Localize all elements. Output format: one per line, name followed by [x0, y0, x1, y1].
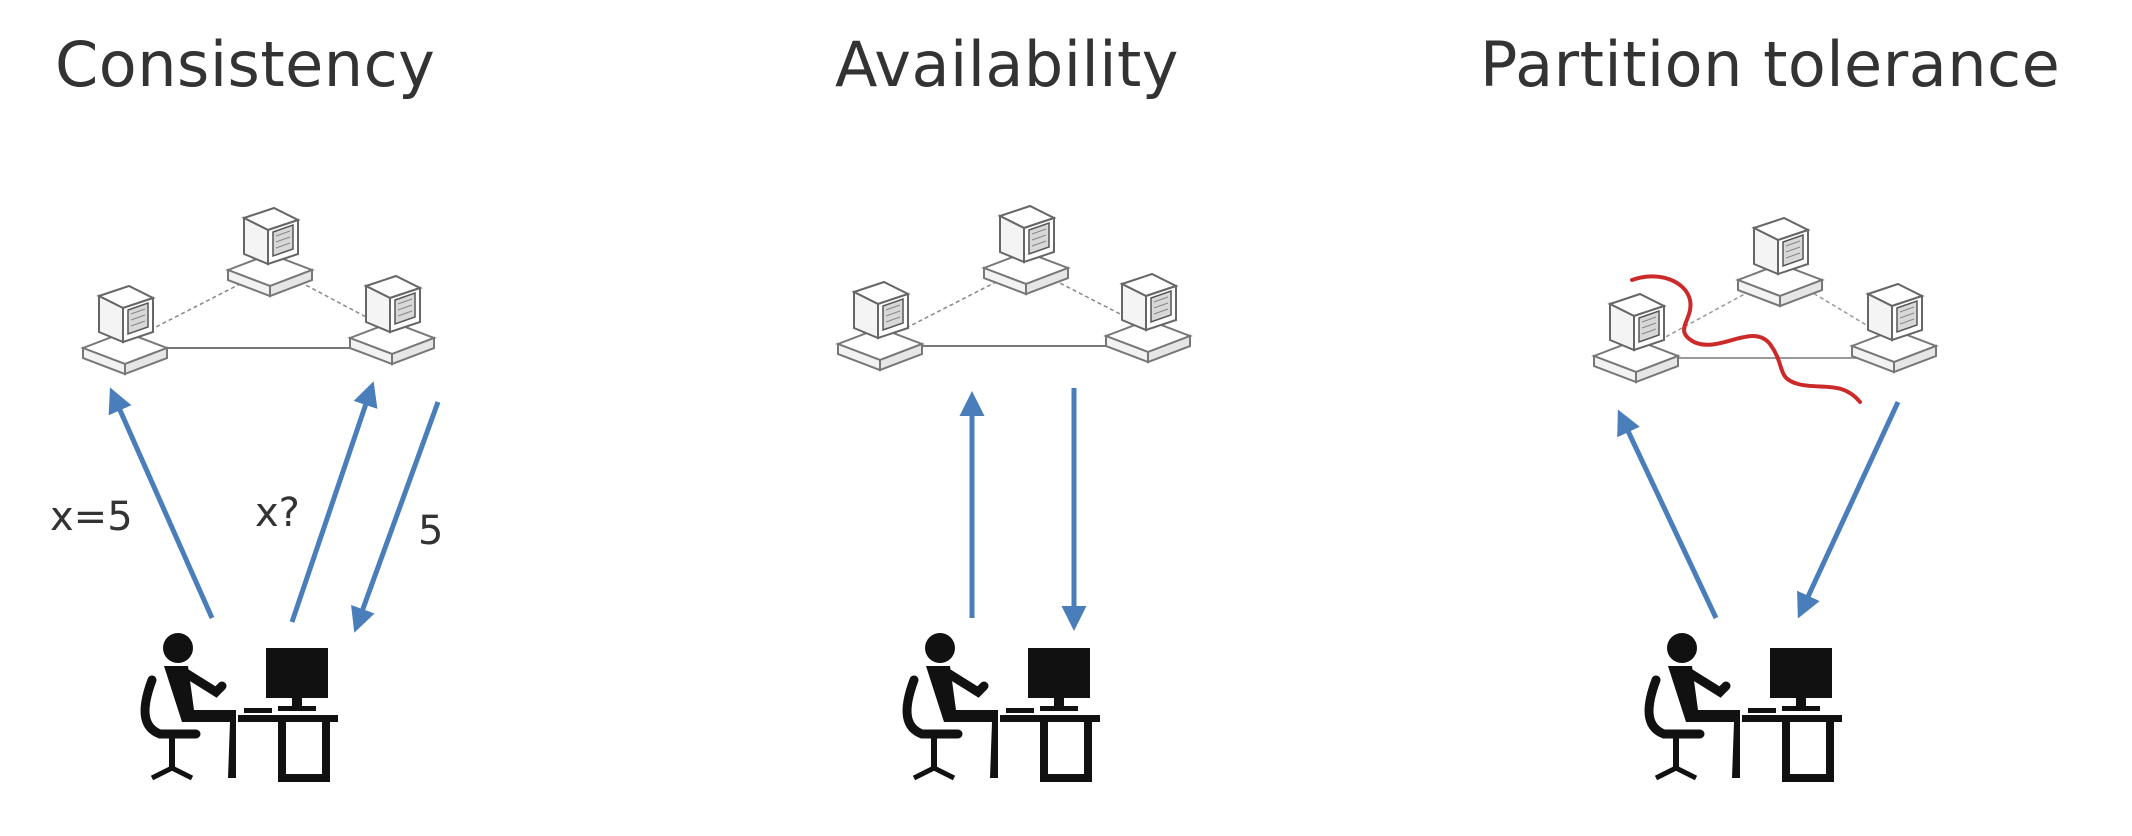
response-arrow	[1797, 400, 1901, 619]
network-link	[905, 279, 1001, 329]
reply-arrow	[351, 401, 441, 633]
availability-panel	[837, 205, 1191, 778]
server-icon	[1593, 293, 1679, 383]
network-link	[149, 281, 245, 331]
request-arrow	[1617, 409, 1719, 620]
availability-title: Availability	[835, 28, 1179, 101]
user-at-desk-icon	[907, 633, 1100, 778]
server-icon	[983, 205, 1069, 295]
network-link	[1807, 289, 1869, 327]
user-at-desk-icon	[145, 633, 338, 778]
server-icon	[1851, 283, 1937, 373]
network-link	[1053, 279, 1125, 317]
network-link	[1659, 289, 1753, 341]
read-label: x?	[255, 490, 300, 536]
server-icon	[1105, 273, 1191, 363]
partition-tolerance-panel	[1593, 217, 1937, 778]
partition-line	[1630, 274, 1862, 404]
user-at-desk-icon	[1649, 633, 1842, 778]
reply-label: 5	[418, 508, 443, 554]
server-icon	[349, 275, 435, 365]
write-arrow	[108, 387, 215, 620]
server-icon	[1737, 217, 1823, 307]
server-icon	[227, 207, 313, 297]
consistency-panel: x=5 x? 5	[50, 207, 443, 778]
read-arrow	[289, 381, 378, 623]
server-icon	[82, 285, 168, 375]
network-link	[299, 281, 369, 319]
write-label: x=5	[50, 494, 133, 540]
partition-tolerance-title: Partition tolerance	[1480, 28, 2061, 101]
consistency-title: Consistency	[55, 28, 436, 101]
